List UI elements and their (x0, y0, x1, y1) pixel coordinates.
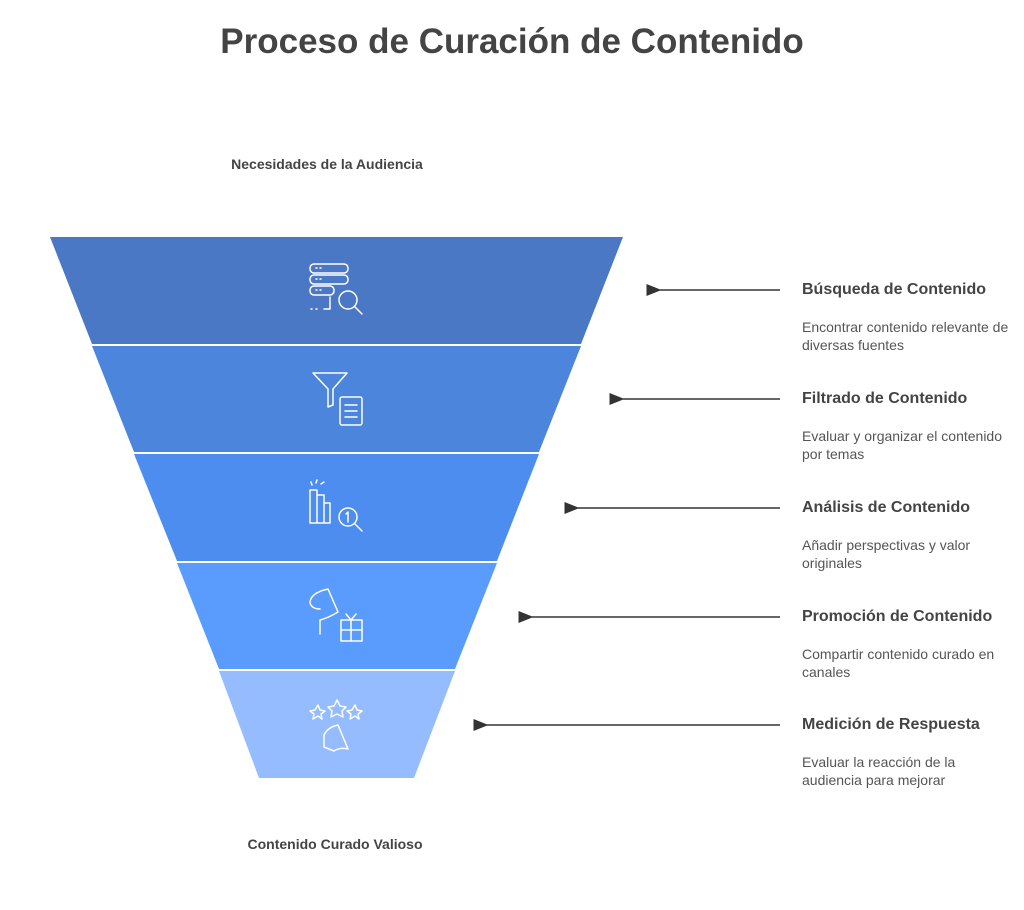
megaphone-gift-icon (309, 588, 363, 642)
server-search-icon (309, 263, 363, 315)
stage-1-description: Encontrar contenido relevante de diversa… (802, 319, 1009, 353)
stage-4-description: Compartir contenido curado en canales (802, 646, 995, 680)
funnel-bottom-label: Contenido Curado Valioso (247, 836, 423, 852)
page-title: Proceso de Curación de Contenido (220, 22, 804, 61)
stage-4-title: Promoción de Contenido (802, 608, 993, 625)
funnel-band-1 (50, 237, 623, 344)
stage-2-title: Filtrado de Contenido (802, 390, 968, 407)
funnel-band-4 (177, 563, 497, 669)
funnel-band-2 (92, 346, 581, 452)
stage-5-title: Medición de Respuesta (802, 716, 980, 733)
filter-document-icon (312, 372, 363, 426)
stage-2-description: Evaluar y organizar el contenido por tem… (802, 428, 1003, 462)
stage-5-description: Evaluar la reacción de la audiencia para… (802, 754, 956, 788)
stage-3-description: Añadir perspectivas y valor originales (802, 537, 971, 571)
funnel-top-label: Necesidades de la Audiencia (231, 156, 423, 172)
chart-magnifier-icon (309, 479, 363, 532)
stars-megaphone-icon (309, 699, 363, 752)
stage-3-title: Análisis de Contenido (802, 499, 971, 516)
funnel-band-3 (134, 454, 539, 561)
stage-1-title: Búsqueda de Contenido (802, 281, 986, 298)
